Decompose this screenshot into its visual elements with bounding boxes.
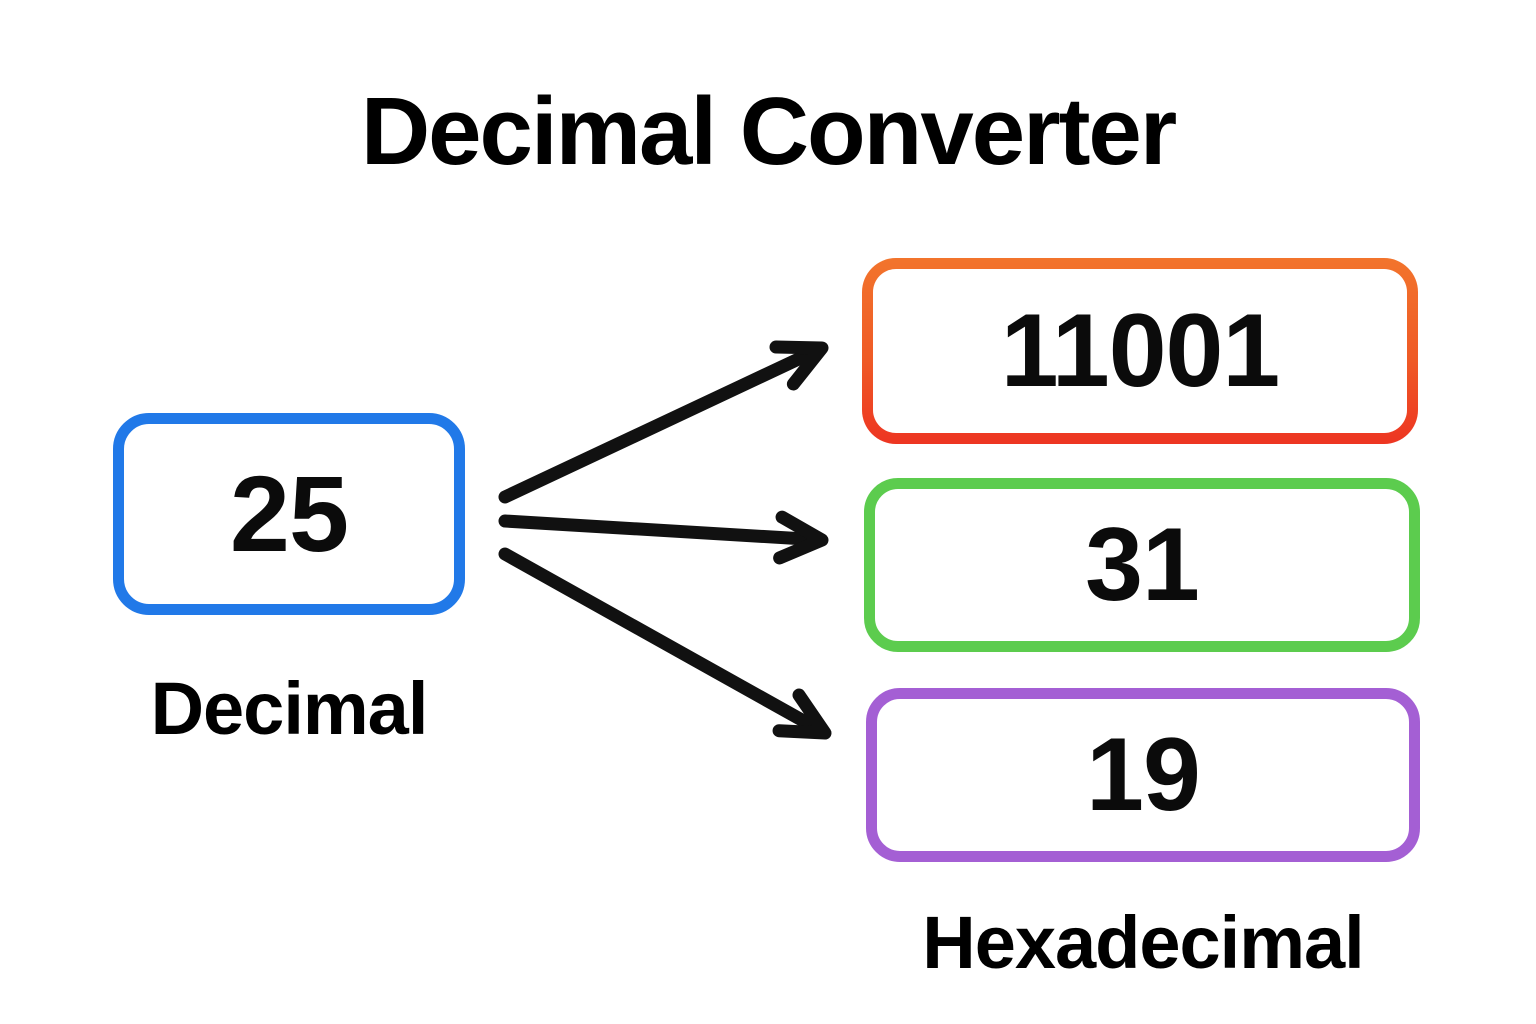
octal-value: 31 — [1085, 507, 1200, 623]
page-title: Decimal Converter — [360, 78, 1177, 185]
arrow-to-octal-shaft — [498, 514, 821, 547]
binary-output-box[interactable]: 11001 — [862, 258, 1418, 444]
arrow-to-octal-head — [773, 510, 829, 565]
arrow-to-binary-shaft — [498, 344, 822, 504]
arrow-to-binary-head — [769, 340, 829, 391]
hexadecimal-value: 19 — [1086, 717, 1201, 833]
octal-output-box[interactable]: 31 — [864, 478, 1420, 652]
binary-value: 11001 — [1000, 293, 1280, 409]
decimal-caption: Decimal — [150, 667, 429, 750]
arrow-to-hexadecimal-head — [772, 688, 832, 740]
arrow-to-hexadecimal-shaft — [498, 547, 825, 736]
decimal-value: 25 — [229, 453, 349, 574]
hexadecimal-caption: Hexadecimal — [922, 901, 1365, 984]
hexadecimal-output-box[interactable]: 19 — [866, 688, 1420, 862]
decimal-input-box[interactable]: 25 — [113, 413, 465, 615]
